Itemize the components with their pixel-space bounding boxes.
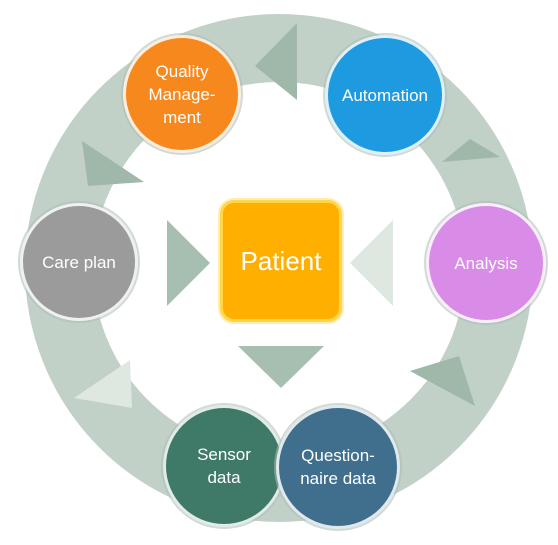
automation-node: Automation [325,35,445,155]
questionnaire-data-label: Question- naire data [300,446,376,488]
ring-arrow-upper-left [82,141,144,186]
sensor-data-label: Sensor data [197,445,251,487]
quality-management-label: Quality Manage- ment [148,61,216,127]
care-plan-label: Care plan [42,252,116,272]
quality-management-node: Quality Manage- ment [123,35,241,153]
inner-arrow-right [350,220,393,306]
patient-box: Patient [220,200,342,322]
patient-label: Patient [240,245,322,276]
care-plan-node: Care plan [20,203,138,321]
ring-arrow-lower-right [410,356,475,406]
ring-arrow-upper-right [442,139,500,162]
analysis-label: Analysis [454,253,518,273]
automation-label: Automation [342,85,428,105]
questionnaire-data-node: Question- naire data [276,405,400,529]
inner-arrow-left [167,220,210,306]
ring-arrow-lower-left [74,360,132,408]
ring-arrow-top [255,23,297,100]
analysis-node: Analysis [426,203,546,323]
inner-arrow-bottom [238,346,324,388]
sensor-data-node: Sensor data [163,405,285,527]
